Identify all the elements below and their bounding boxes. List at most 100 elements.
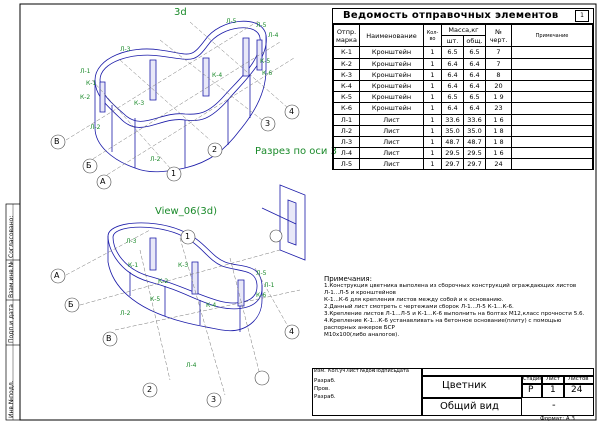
schedule-cell: Л-1 bbox=[333, 113, 360, 126]
element-label: К-1 bbox=[86, 80, 97, 87]
schedule-cell: Кронштейн bbox=[359, 57, 424, 70]
schedule-cell: Лист bbox=[359, 135, 424, 149]
element-label: Л-5 bbox=[256, 270, 267, 277]
schedule-cell: 6.4 bbox=[463, 102, 486, 115]
schedule-cell: 24 bbox=[485, 158, 512, 171]
axis-label: 3 bbox=[265, 119, 271, 128]
strip-label: Подп.и дата bbox=[8, 304, 15, 343]
element-label: К-5 bbox=[260, 58, 271, 65]
col-label: Дата bbox=[396, 368, 409, 374]
note-line: 4.Крепление К-1...К-6 устанавливать на б… bbox=[324, 318, 562, 331]
element-label: Л-1 bbox=[264, 282, 275, 289]
element-label: Л-5 bbox=[256, 22, 267, 29]
view-06-title: View_06(3d) bbox=[155, 206, 217, 217]
schedule-cell: К-2 bbox=[333, 57, 360, 70]
note-line: 1.Конструкция цветника выполена из сборо… bbox=[324, 283, 577, 296]
note-line: 2.Данный лист смотреть с чертежами сборо… bbox=[324, 304, 514, 310]
schedule-cell: 35.0 bbox=[441, 124, 464, 137]
element-label: Л-5 bbox=[226, 18, 237, 25]
axis-label: 1 bbox=[171, 169, 177, 178]
axis-grid-bottom bbox=[65, 229, 301, 396]
col-label: №док bbox=[360, 368, 375, 374]
schedule-cell: К-5 bbox=[333, 91, 360, 104]
element-label: К-5 bbox=[150, 296, 161, 303]
note-line: К-1...К-6 для крепления листов между соб… bbox=[324, 297, 504, 303]
schedule-cell: 1 bbox=[423, 57, 442, 70]
schedule-cell: 6.5 bbox=[441, 91, 464, 104]
schedule-cell bbox=[511, 158, 593, 171]
element-label: Л-3 bbox=[120, 46, 131, 53]
schedule-cell: 1 bbox=[423, 46, 442, 59]
schedule-cell: 6.4 bbox=[441, 68, 464, 81]
strip-label: Взам.инв.№ bbox=[8, 261, 15, 298]
axis-label: 4 bbox=[289, 327, 295, 336]
schedule-cell: Лист bbox=[359, 113, 424, 126]
schedule-cell: 29.5 bbox=[463, 147, 486, 160]
element-label: Л-3 bbox=[126, 238, 137, 245]
schedule-cell bbox=[511, 135, 593, 149]
element-label: К-1 bbox=[128, 262, 139, 269]
schedule-cell bbox=[511, 113, 593, 126]
schedule-cell: Лист bbox=[359, 158, 424, 171]
axis-label: А bbox=[100, 177, 106, 186]
col-label: Подпись bbox=[374, 368, 397, 374]
schedule-cell: 6.4 bbox=[463, 79, 486, 93]
element-label: К-3 bbox=[178, 262, 189, 269]
header-mass: Масса,кг bbox=[441, 23, 486, 37]
schedule-cell: 6.4 bbox=[441, 57, 464, 70]
schedule-cell: К-6 bbox=[333, 102, 360, 115]
schedule-cell: Л-3 bbox=[333, 135, 360, 149]
title-block: Изм. Кол.уч Лист №док Подпись Дата Разра… bbox=[312, 368, 594, 416]
role-label: Пров. bbox=[314, 386, 330, 392]
schedule-cell: 6.5 bbox=[441, 46, 464, 59]
header-mass-total: общ. bbox=[463, 35, 486, 48]
strip-label: Инв.№подл. bbox=[8, 380, 15, 418]
strip-label: Согласовано: bbox=[8, 215, 15, 258]
schedule-cell: 1 6 bbox=[485, 113, 512, 126]
schedule-cell bbox=[511, 91, 593, 104]
axis-bubbles bbox=[50, 104, 300, 408]
schedule-cell: 6.4 bbox=[463, 57, 486, 70]
axis-grid-top bbox=[65, 19, 295, 179]
element-label: Л-2 bbox=[120, 310, 131, 317]
stage-label: Стадия bbox=[523, 376, 543, 382]
schedule-cell: Кронштейн bbox=[359, 91, 424, 104]
stage-value: Р bbox=[528, 385, 534, 395]
notes-block: Примечания: 1.Конструкция цветника выпол… bbox=[324, 276, 594, 339]
schedule-cell bbox=[511, 147, 593, 160]
schedule-cell bbox=[511, 57, 593, 70]
schedule-cell: 7 bbox=[485, 46, 512, 59]
schedule-cell: Кронштейн bbox=[359, 46, 424, 59]
schedule-cell: 6.4 bbox=[463, 68, 486, 81]
schedule-cell: 1 8 bbox=[485, 124, 512, 137]
schedule-cell: 6.4 bbox=[441, 79, 464, 93]
element-label: К-2 bbox=[80, 94, 91, 101]
schedule-title: Ведомость отправочных элементов bbox=[343, 10, 559, 21]
schedule-cell: 1 bbox=[423, 158, 442, 171]
schedule-cell: 33.6 bbox=[463, 113, 486, 126]
sheet-value: 1 bbox=[550, 385, 556, 395]
schedule-cell: 1 bbox=[423, 135, 442, 149]
axis-label: 3 bbox=[211, 395, 217, 404]
element-label: Л-2 bbox=[90, 124, 101, 131]
schedule-cell: 8 bbox=[485, 68, 512, 81]
element-label: Л-1 bbox=[80, 68, 91, 75]
schedule-cell: Л-4 bbox=[333, 147, 360, 160]
note-line: М10х100(либо аналогов). bbox=[324, 332, 400, 338]
schedule-cell: 1 6 bbox=[485, 147, 512, 160]
schedule-cell: 7 bbox=[485, 57, 512, 70]
section-detail bbox=[261, 184, 306, 261]
element-label: Л-2 bbox=[150, 156, 161, 163]
schedule-cell: 1 bbox=[423, 147, 442, 160]
project-name: Цветник bbox=[442, 380, 487, 391]
schedule-sheet-no: 1 bbox=[575, 10, 589, 22]
schedule-cell bbox=[511, 46, 593, 59]
header-name: Наименование bbox=[359, 23, 424, 48]
